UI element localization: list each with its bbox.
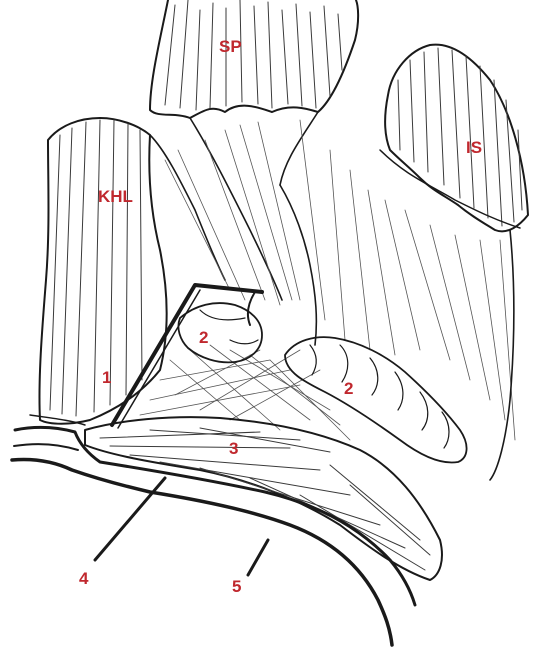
sp-muscle: [150, 0, 358, 118]
structure-2-left: [178, 303, 262, 362]
structure-3-strip: [85, 417, 442, 580]
label-2-right: 2: [344, 379, 353, 398]
is-muscle: [380, 45, 528, 232]
label-4: 4: [79, 569, 89, 588]
label-2-left: 2: [199, 328, 208, 347]
label-5: 5: [232, 577, 241, 596]
label-sp: SP: [219, 37, 242, 56]
label-1: 1: [102, 368, 111, 387]
bone-layers: [12, 415, 415, 645]
capsule-fibers: [150, 112, 515, 480]
leader-lines: [95, 478, 268, 575]
labels: SP IS KHL 1 2 2 3 4 5: [79, 37, 482, 596]
label-3: 3: [229, 439, 238, 458]
structure-2-right: [285, 337, 467, 462]
label-is: IS: [466, 138, 482, 157]
label-khl: KHL: [98, 187, 133, 206]
